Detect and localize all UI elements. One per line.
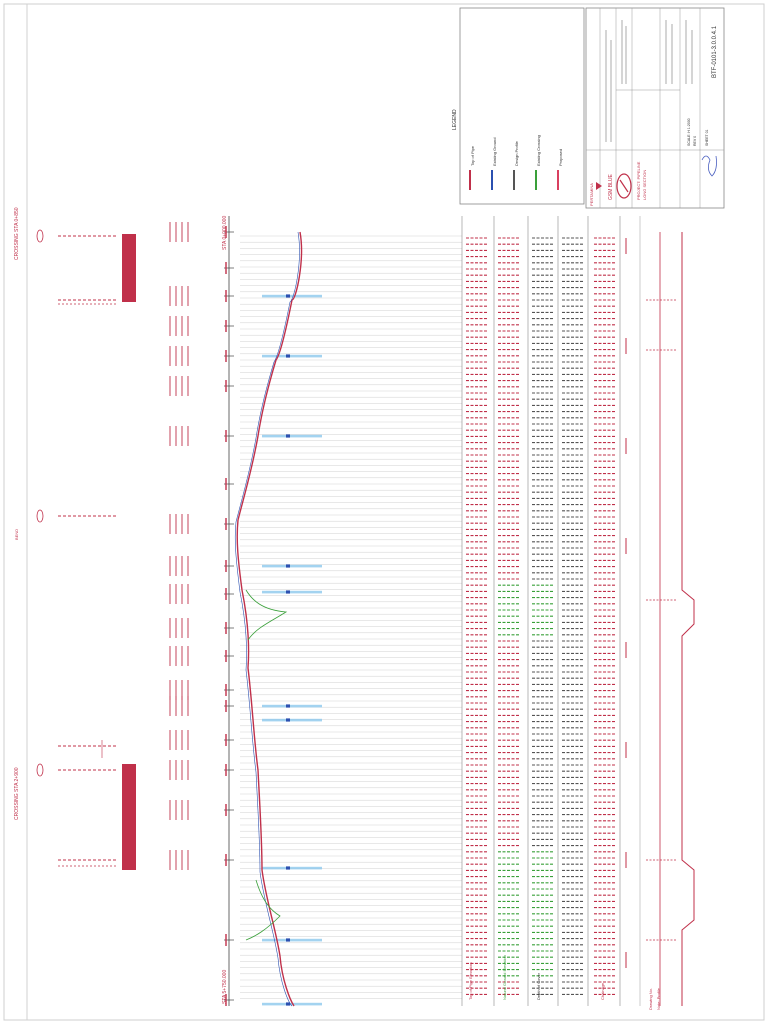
bottom-note-1: Drawing No. (648, 988, 653, 1010)
existing-ground-line (234, 231, 300, 1007)
row-label-cover: Depth of Cover (536, 972, 541, 1000)
row-label-top-of-pipe: Top of Pipe Elevation (468, 962, 473, 1000)
crossing-detail-top: CROSSING STA 0+850 (14, 207, 136, 305)
station-annotations (169, 222, 234, 1006)
legend-item-label: Proposed (558, 149, 563, 166)
drawing-frame (3, 3, 765, 1021)
revision-line-1: SCALE: H 1:2000 (687, 118, 691, 146)
design-profile-line (236, 231, 303, 1007)
revision-line-2: REV 0 (693, 136, 697, 146)
legend-item-label: Top of Pipe (470, 145, 475, 166)
bottom-note-2: Note: Profile (656, 987, 661, 1010)
row-label-ground: Natural Ground Elevation (502, 955, 507, 1000)
crossing-dip-2 (245, 879, 281, 941)
revision-line-3: SHEET 01 (705, 129, 709, 146)
sheet-number: BTF-0101-3.0.0.4.1 (712, 25, 718, 78)
station-mid-label: CROSSING STA 2+900 (14, 767, 20, 820)
legend: LEGEND Top of Pipe Existing Ground Design … (452, 7, 585, 205)
title-block: GSM BLUE PERTAMINA PROJECT: PIPELINE LON… (585, 7, 725, 209)
station-end-label: STA 5+750.000 (222, 970, 228, 1004)
company-name: GSM BLUE (608, 173, 614, 200)
highlight-bars (262, 294, 322, 1006)
project-line-2: LONG SECTION (642, 170, 647, 200)
table-row-labels: Top of Pipe Elevation Natural Ground Ele… (468, 955, 605, 1000)
legend-title: LEGEND (452, 109, 458, 130)
svg-text:BEND: BEND (14, 529, 19, 540)
company-logo (596, 173, 632, 199)
legend-item-label: Existing Ground (492, 138, 497, 166)
station-top-label: CROSSING STA 0+850 (14, 207, 20, 260)
pipe-bend-marker: BEND (14, 509, 116, 540)
legend-item-label: Existing Crossing (536, 135, 541, 166)
station-start-label: STA 0+000.000 (222, 216, 228, 250)
approval-signature (701, 155, 717, 177)
company-sub: PERTAMINA (589, 183, 594, 206)
profile-gridlines (240, 235, 462, 999)
row-label-chainage: Chainage (600, 982, 605, 1000)
alignment-strip (625, 216, 695, 1006)
crossing-detail-bottom: CROSSING STA 2+900 (14, 740, 136, 870)
legend-item-label: Design Profile (514, 140, 519, 166)
project-line-1: PROJECT: PIPELINE (636, 161, 641, 200)
profile-data-table (461, 216, 621, 1006)
crossing-dip-1 (245, 589, 288, 641)
